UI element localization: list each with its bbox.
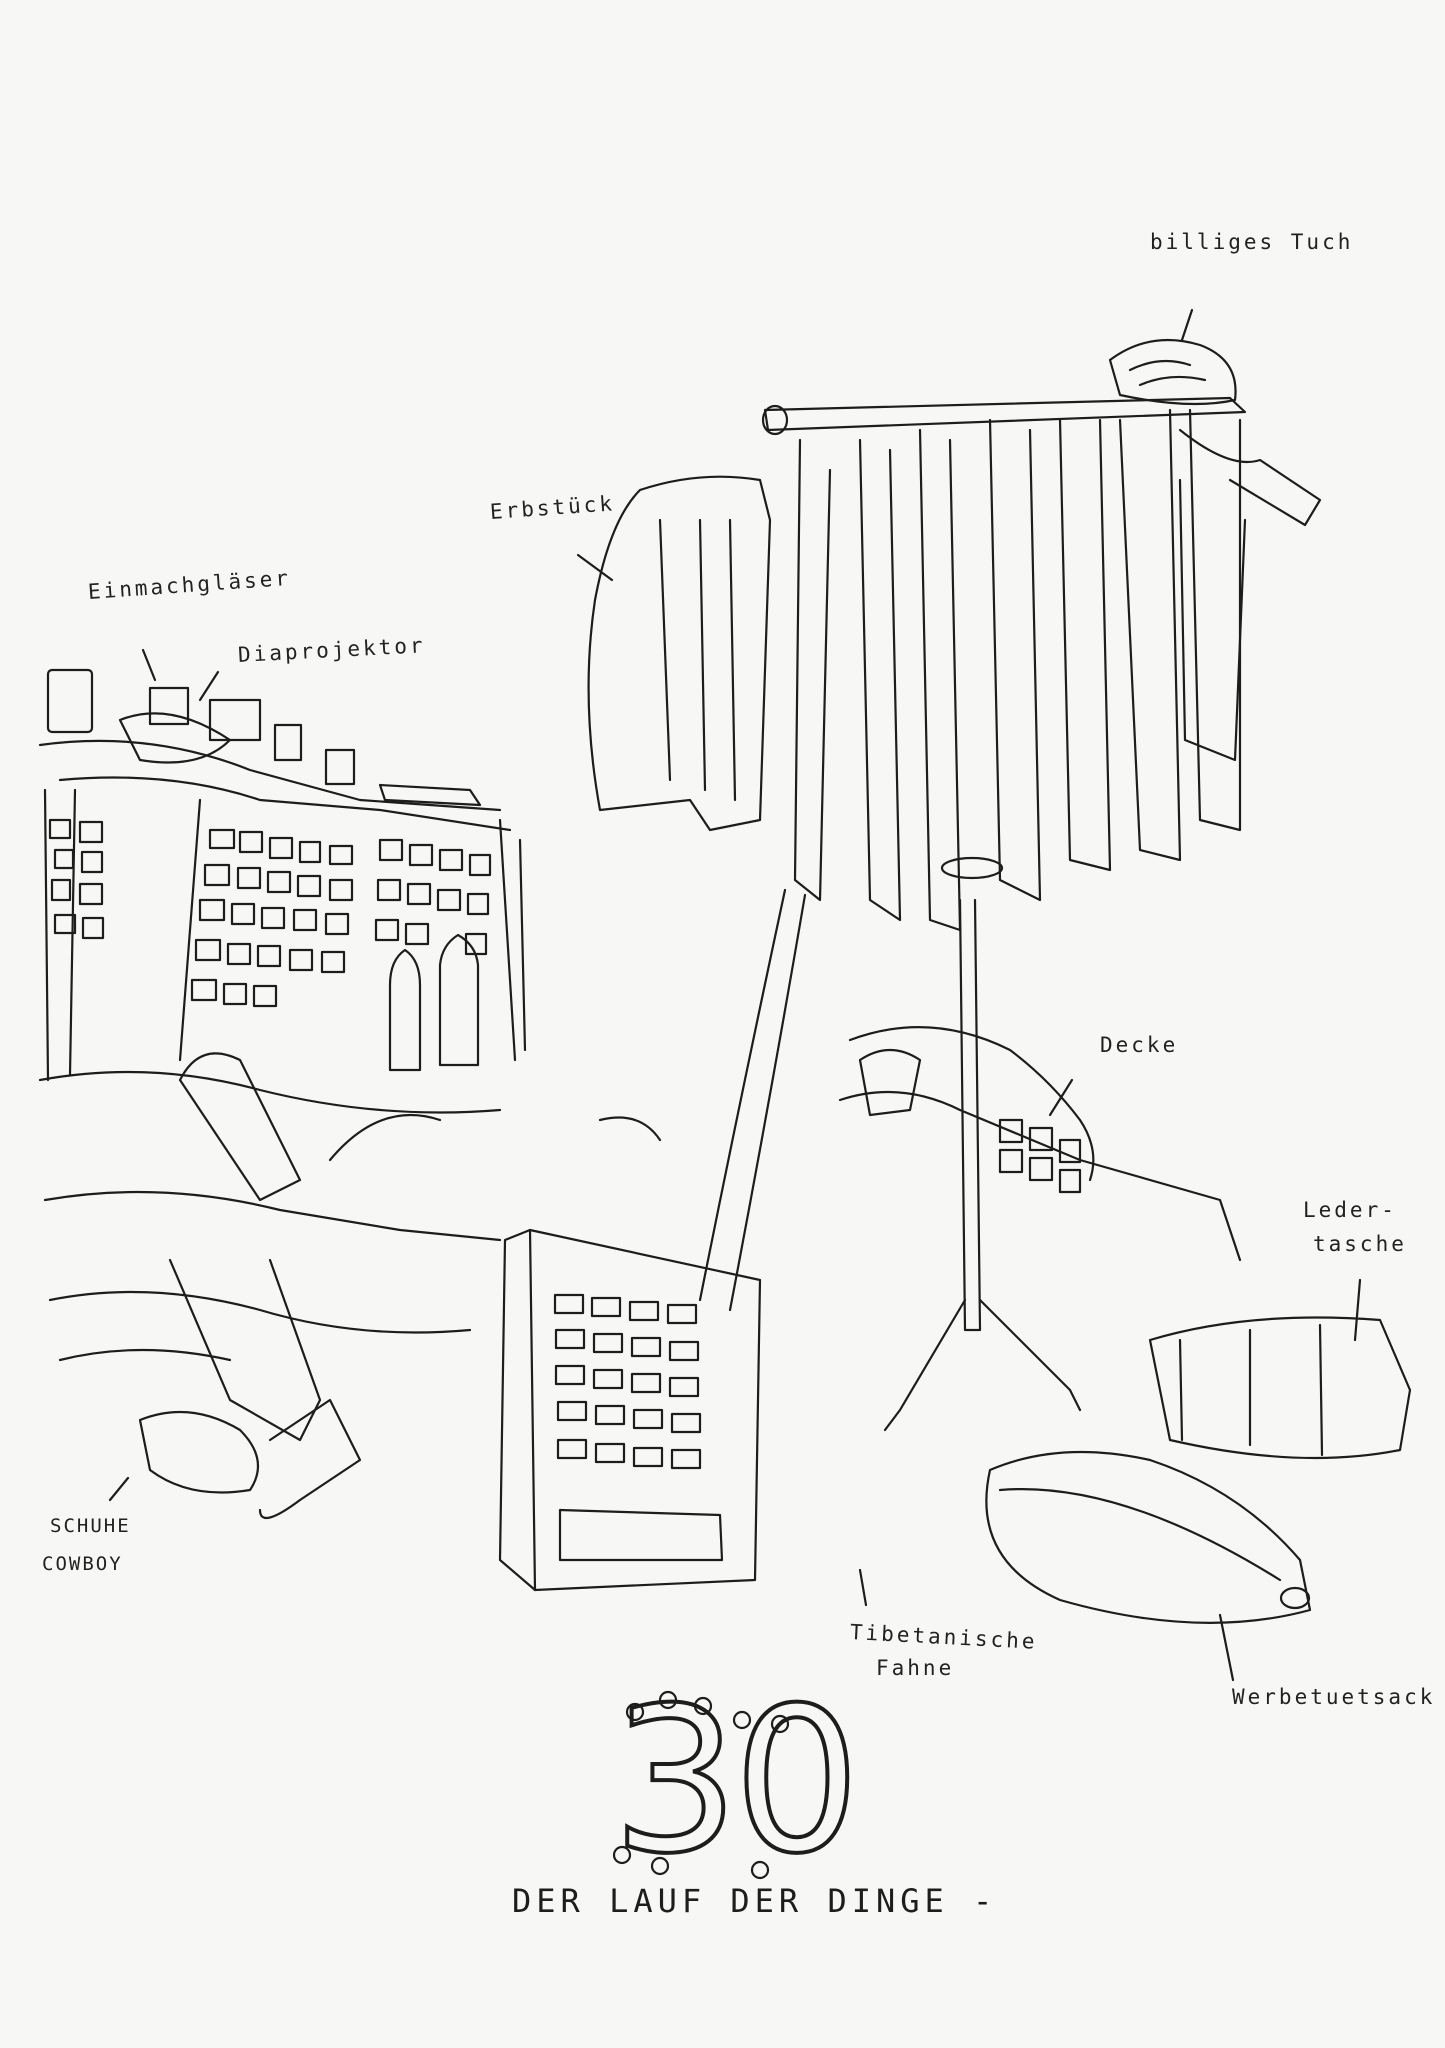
leader-lines (108, 308, 1362, 1682)
label-ledertasche-line2: tasche (1313, 1232, 1407, 1256)
title-number-ornaments (612, 1690, 790, 1880)
label-werbetuetsack: Werbetuetsack (1232, 1685, 1436, 1709)
title-number: 30 (610, 1665, 862, 1898)
title-text: DER LAUF DER DINGE - (512, 1882, 998, 1920)
cowboy-boots-drawing (38, 1049, 922, 1520)
label-cowboy: COWBOY (42, 1553, 123, 1575)
label-fahne: Fahne (876, 1656, 955, 1680)
label-billiges-tuch: billiges Tuch (1150, 230, 1354, 254)
label-schuhe: SCHUHE (50, 1515, 131, 1537)
slide-projector-drawing (498, 1228, 762, 1592)
label-ledertasche-line1: Leder- (1303, 1198, 1397, 1222)
shelf-drawing (38, 668, 527, 1082)
label-decke: Decke (1100, 1033, 1179, 1057)
clothes-rack-drawing (587, 338, 1322, 1432)
blanket-drawing (838, 1026, 1412, 1624)
